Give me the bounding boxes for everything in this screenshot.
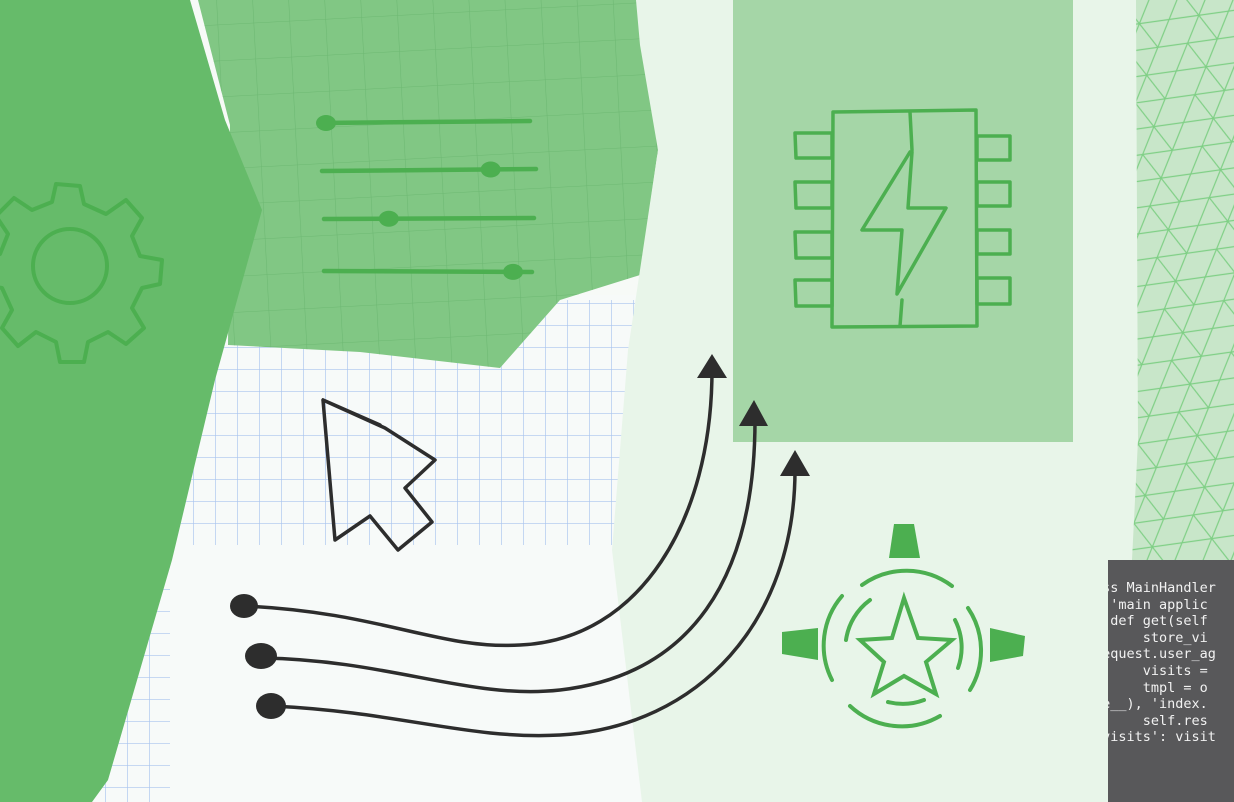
sliders-icon bbox=[316, 115, 539, 280]
arrowhead bbox=[780, 450, 810, 476]
code-line: ass MainHandler bbox=[1108, 580, 1216, 596]
code-line: 'main applic bbox=[1110, 596, 1208, 613]
connectors bbox=[243, 368, 797, 738]
slider-track bbox=[317, 118, 533, 126]
star-badge-icon bbox=[782, 524, 1025, 729]
code-snippet: ass MainHandler 'main applic def get(sel… bbox=[1108, 580, 1216, 746]
sliders-panel bbox=[198, 0, 658, 368]
slider-knob bbox=[503, 263, 524, 280]
code-snippet-panel: ass MainHandler 'main applic def get(sel… bbox=[1108, 560, 1234, 802]
gear-panel bbox=[0, 0, 262, 802]
cursor-arrow-icon bbox=[321, 398, 437, 552]
code-line: tmpl = o bbox=[1142, 679, 1208, 696]
code-line: store_vi bbox=[1142, 629, 1208, 646]
slider-knob bbox=[480, 161, 501, 178]
slider-track bbox=[319, 166, 539, 174]
connector-line bbox=[270, 468, 797, 738]
code-line: 'visits': visit bbox=[1108, 729, 1216, 746]
chip-panel bbox=[733, 0, 1073, 442]
connector-line bbox=[260, 418, 757, 694]
slider-track bbox=[321, 215, 537, 222]
code-line: request.user_ag bbox=[1108, 646, 1216, 663]
connector-endpoints bbox=[230, 354, 810, 719]
code-line: def get(self bbox=[1110, 613, 1208, 630]
slider-tracks bbox=[316, 115, 539, 280]
slider-track bbox=[321, 268, 535, 275]
connector-line bbox=[243, 368, 714, 648]
arrowhead bbox=[697, 354, 727, 378]
arrowhead bbox=[739, 400, 768, 426]
connector-start-dot bbox=[245, 643, 277, 669]
gear-icon bbox=[0, 182, 164, 364]
code-line: le__), 'index. bbox=[1108, 696, 1208, 713]
code-line: visits = bbox=[1142, 662, 1208, 679]
code-line: self.res bbox=[1142, 712, 1208, 729]
chip-lightning-icon bbox=[793, 108, 1012, 329]
connector-start-dot bbox=[230, 594, 258, 618]
slider-knob bbox=[316, 115, 336, 131]
slider-knob bbox=[378, 210, 399, 227]
connector-start-dot bbox=[256, 693, 286, 719]
